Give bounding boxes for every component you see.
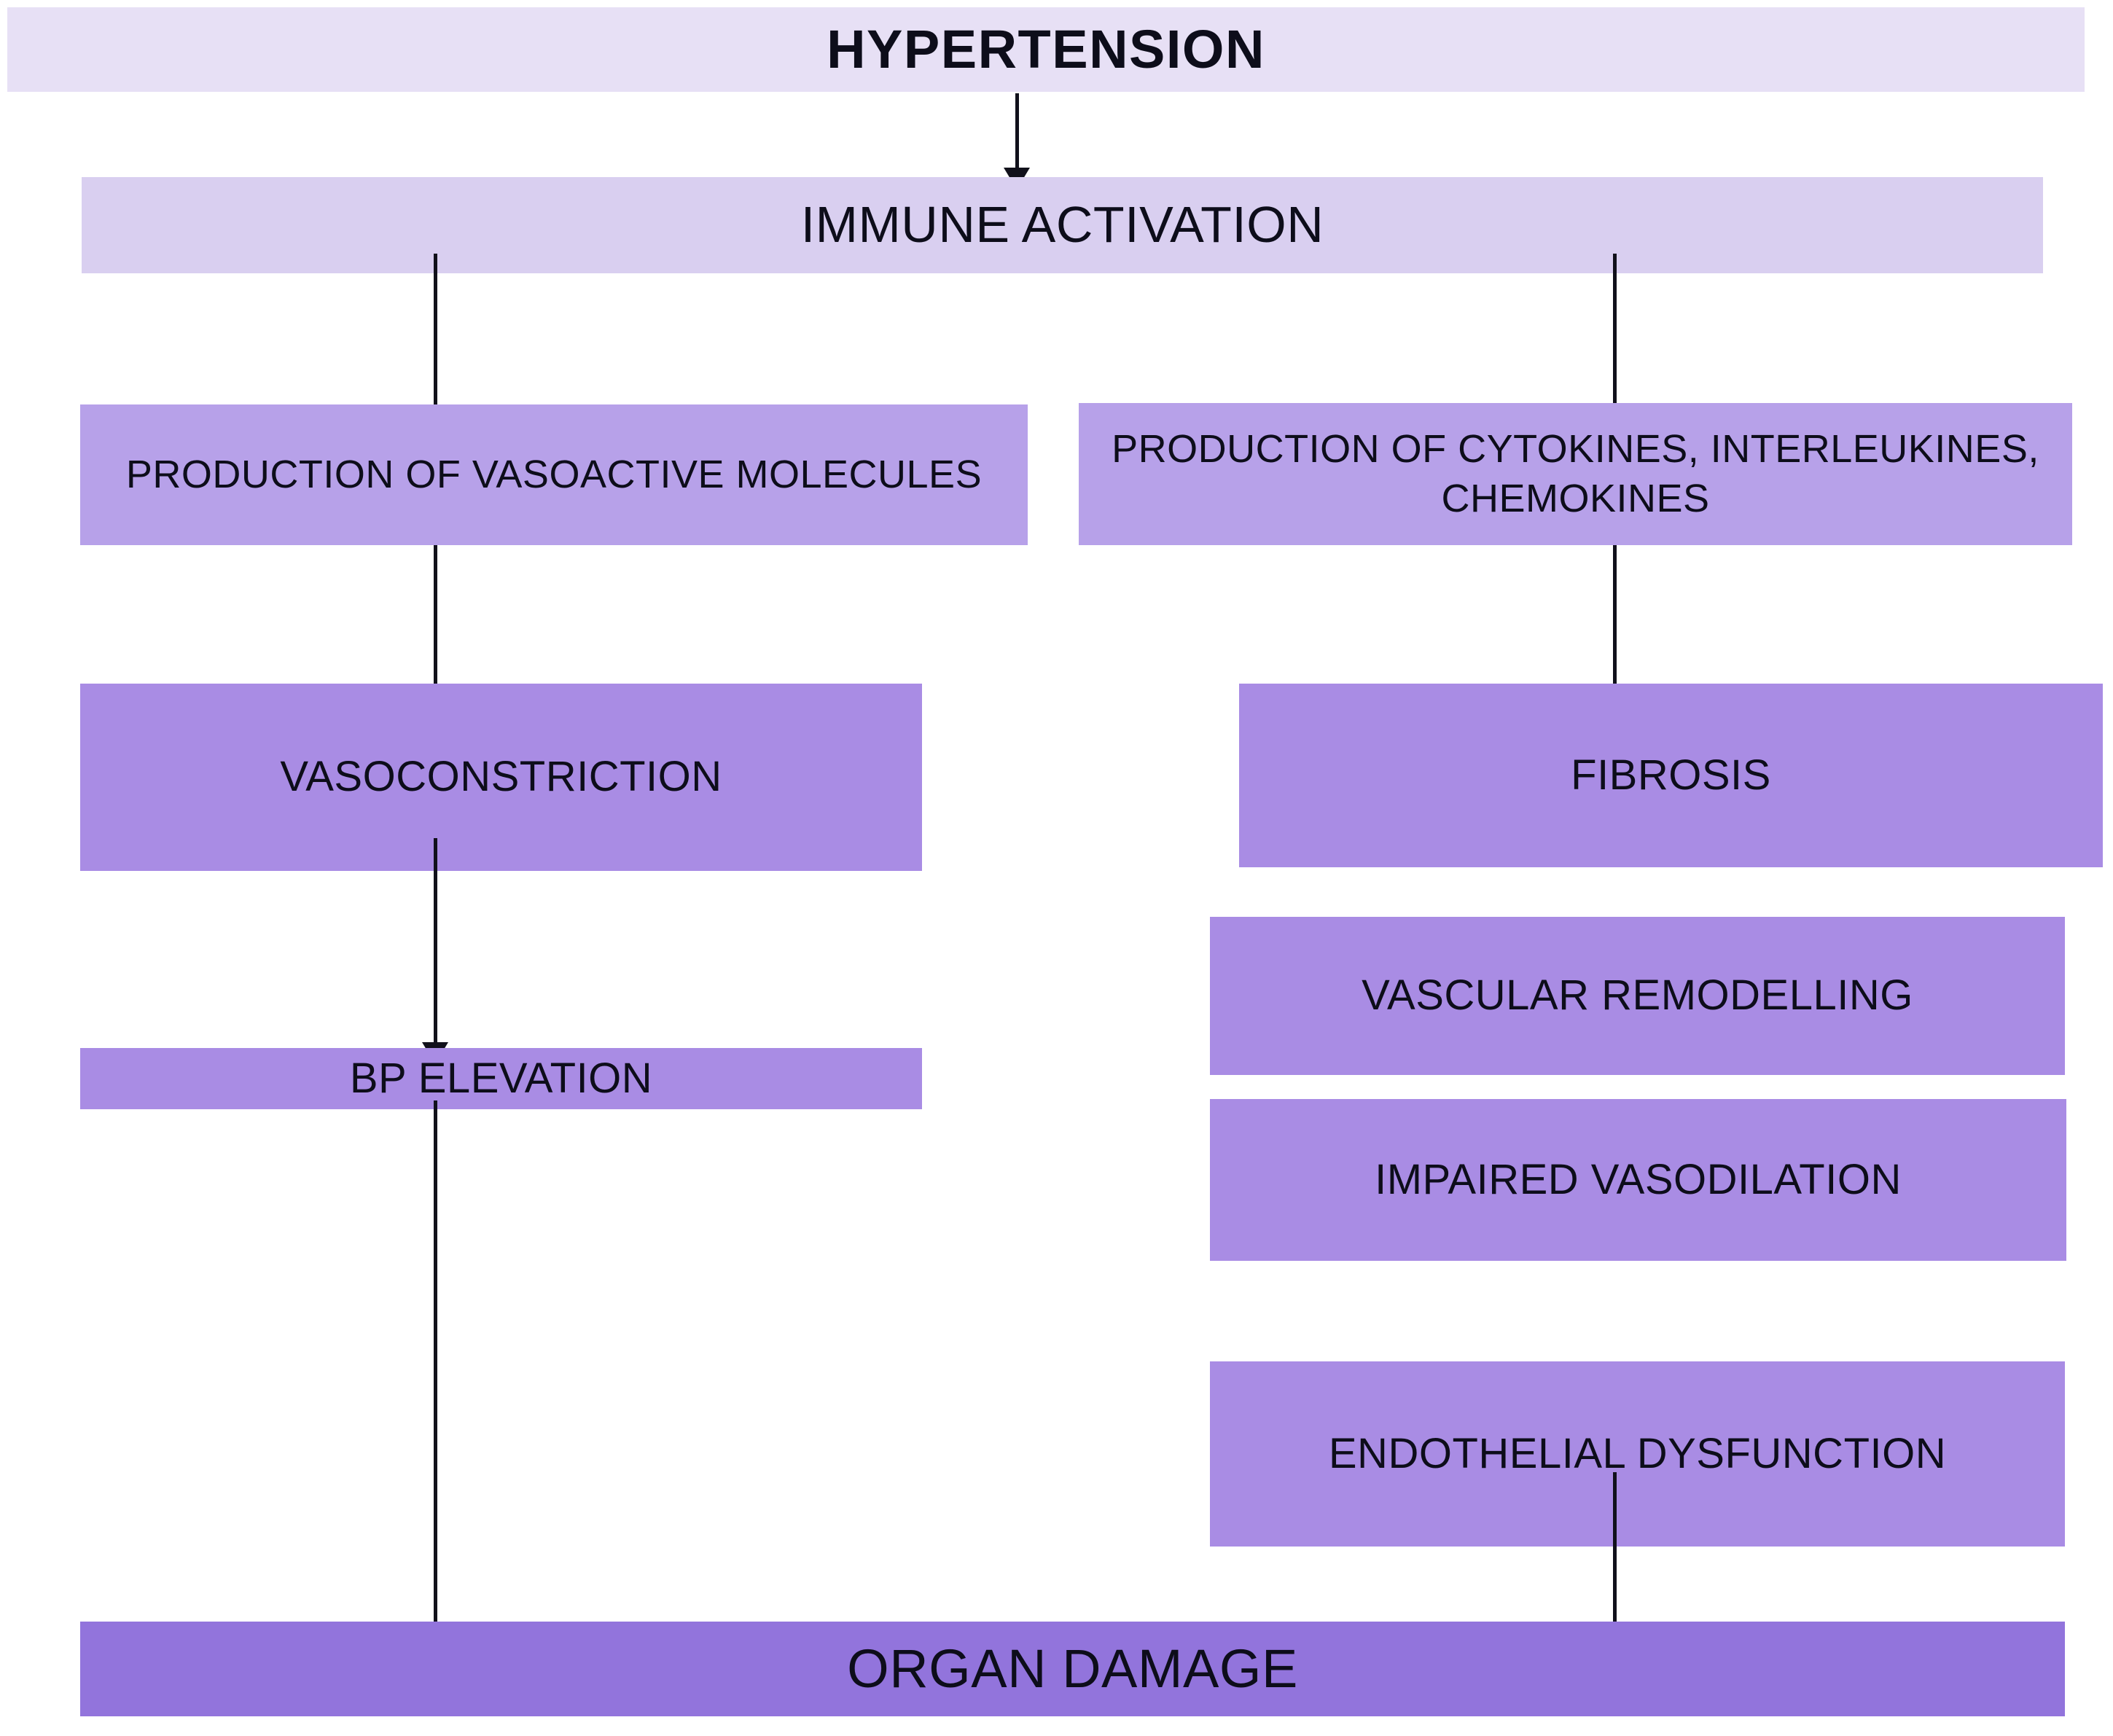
node-hypertension: HYPERTENSION <box>7 7 2085 92</box>
arrow-shaft <box>433 838 437 1045</box>
node-vasoconstriction: VASOCONSTRICTION <box>80 684 922 871</box>
arrow-shaft <box>433 254 437 408</box>
arrow-shaft <box>1612 1472 1617 1665</box>
arrow-shaft <box>433 1100 437 1665</box>
node-immune-activation: IMMUNE ACTIVATION <box>82 177 2043 273</box>
node-impaired-vasodilation: IMPAIRED VASODILATION <box>1210 1099 2066 1261</box>
node-production-of-cytokines-interleukines-chemokines: PRODUCTION OF CYTOKINES, INTERLEUKINES, … <box>1079 403 2072 545</box>
arrow-shaft <box>433 545 437 695</box>
arrow-hypertension-to-immune-activation <box>1000 93 1034 189</box>
node-vascular-remodelling: VASCULAR REMODELLING <box>1210 917 2065 1075</box>
arrow-shaft <box>1015 93 1019 171</box>
arrow-vasoconstriction-to-bp-elevation <box>418 838 452 1064</box>
node-production-of-vasoactive-molecules: PRODUCTION OF VASOACTIVE MOLECULES <box>80 404 1028 545</box>
node-endothelial-dysfunction: ENDOTHELIAL DYSFUNCTION <box>1210 1361 2065 1547</box>
arrow-bp-elevation-to-organ-damage <box>418 1100 452 1684</box>
node-fibrosis: FIBROSIS <box>1239 684 2103 867</box>
node-bp-elevation: BP ELEVATION <box>80 1048 922 1109</box>
arrow-shaft <box>1612 254 1617 408</box>
arrow-shaft <box>1612 545 1617 695</box>
arrow-immune-activation-to-vasoactive-molecules <box>418 254 452 427</box>
arrow-immune-activation-to-cytokines <box>1598 254 1631 427</box>
node-organ-damage: ORGAN DAMAGE <box>80 1622 2065 1716</box>
